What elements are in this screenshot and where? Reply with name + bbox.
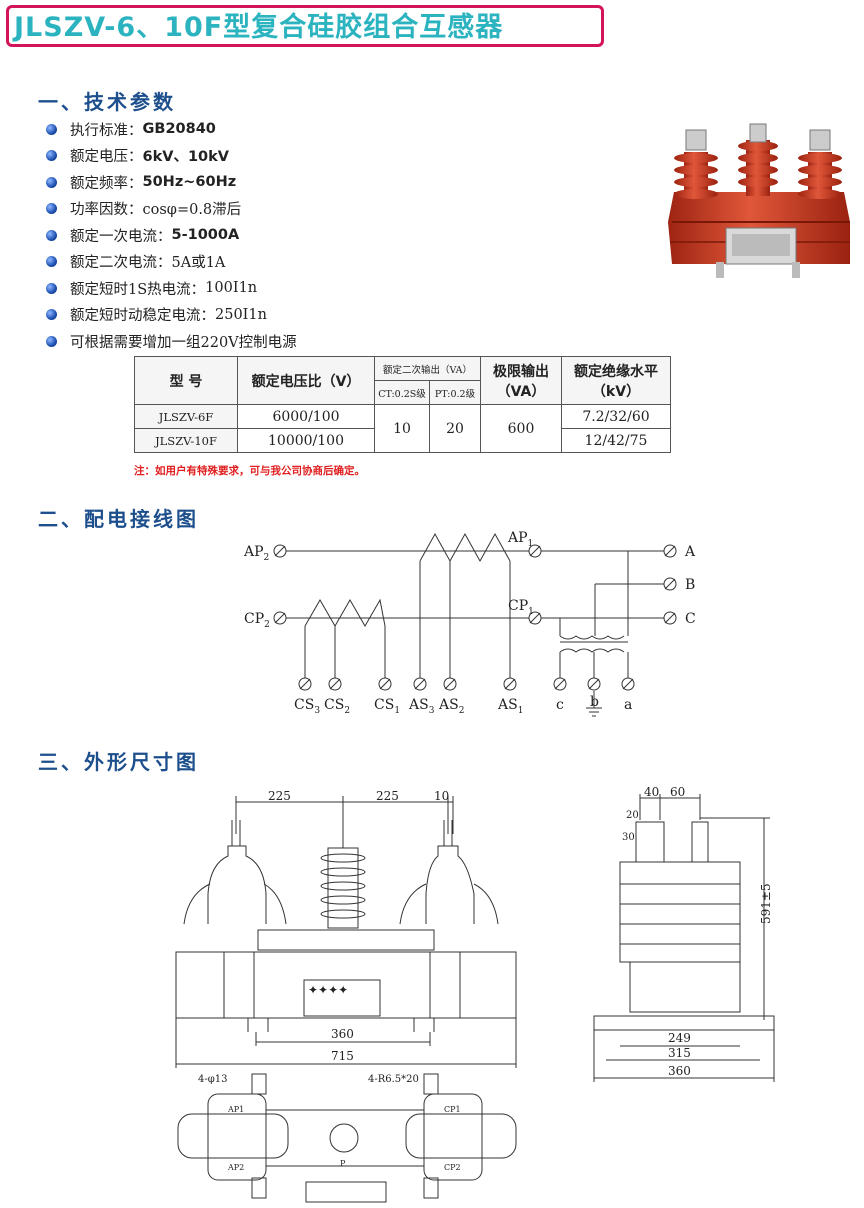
bullet-icon xyxy=(46,229,57,241)
section-tech-params: 一、技术参数 xyxy=(38,90,176,114)
dim-715: 715 xyxy=(331,1049,354,1063)
dim-hole1: 4-φ13 xyxy=(198,1074,227,1085)
cell-insulation: 7.2/32/60 xyxy=(561,404,671,429)
list-item: 执行标准：GB20840 xyxy=(46,116,297,143)
label-ap2: AP2 xyxy=(243,544,269,563)
wiring-diagram: AP2 AP1 CP2 CP1 A B C CS3 CS2 CS1 AS3 AS… xyxy=(243,530,696,717)
list-item: 额定一次电流：5-1000A xyxy=(46,222,297,249)
label-c: C xyxy=(685,611,696,627)
label-b-low: b xyxy=(590,694,599,710)
dim-40: 40 xyxy=(644,785,659,799)
dim-20: 20 xyxy=(626,810,639,821)
note-text: 注：如用户有特殊要求，可与我公司协商后确定。 xyxy=(134,465,365,477)
bullet-icon xyxy=(46,335,57,347)
header-pt: PT:0.2级 xyxy=(429,380,481,405)
bullet-icon xyxy=(46,123,57,135)
dim-225b: 225 xyxy=(376,789,399,803)
list-item: 可根据需要增加一组220V控制电源 xyxy=(46,328,297,355)
front-view-drawing: ✦✦✦✦ 225 225 10 360 715 xyxy=(175,789,517,1068)
header-limit: 极限输出（VA） xyxy=(480,356,562,405)
bottom-view-drawing: 4-φ13 4-R6.5*20 AP1 AP2 CP1 CP2 P xyxy=(177,1073,517,1203)
header-model: 型 号 xyxy=(134,356,238,405)
label-a: A xyxy=(684,544,696,560)
bullet-icon xyxy=(46,282,57,294)
label-cs3: CS3 xyxy=(294,697,320,716)
list-item: 功率因数：cosφ=0.8滞后 xyxy=(46,196,297,223)
list-item: 额定频率：50Hz~60Hz xyxy=(46,169,297,196)
cell-limit: 600 xyxy=(480,404,562,453)
section-wiring: 二、配电接线图 xyxy=(38,507,199,531)
dim-hole2: 4-R6.5*20 xyxy=(368,1074,419,1085)
list-item: 额定短时1S热电流：100I1n xyxy=(46,275,297,302)
label-c-low: c xyxy=(556,697,564,713)
header-ratio: 额定电压比（V） xyxy=(237,356,375,405)
bullet-icon xyxy=(46,256,57,268)
dim-30: 30 xyxy=(622,832,635,843)
label-as3: AS3 xyxy=(408,697,435,716)
cell-ratio: 6000/100 xyxy=(237,404,375,429)
label-cp2: CP2 xyxy=(244,611,270,630)
bullet-icon xyxy=(46,309,57,321)
dim-360b: 360 xyxy=(668,1064,691,1078)
table-row: JLSZV-6F 6000/100 10 20 600 7.2/32/60 xyxy=(134,404,671,453)
list-item: 额定电压：6kV、10kV xyxy=(46,143,297,170)
cell-model: JLSZV-10F xyxy=(134,428,238,453)
bullet-icon xyxy=(46,203,57,215)
spec-table: 型 号 额定电压比（V） 额定二次输出（VA） 极限输出（VA） 额定绝缘水平（… xyxy=(134,356,671,453)
terminal-box-marks: ✦✦✦✦ xyxy=(308,983,348,997)
cell-insulation: 12/42/75 xyxy=(561,428,671,453)
cell-ct: 10 xyxy=(374,404,430,453)
cell-pt: 20 xyxy=(429,404,481,453)
list-item: 额定短时动稳定电流：250I1n xyxy=(46,302,297,329)
bullet-icon xyxy=(46,150,57,162)
label-ap1: AP1 xyxy=(507,530,533,549)
dim-249: 249 xyxy=(668,1031,691,1045)
label-cs1: CS1 xyxy=(374,697,400,716)
label-b: B xyxy=(685,577,695,593)
plate-cp2: CP2 xyxy=(444,1163,461,1172)
plate-ap2: AP2 xyxy=(227,1163,244,1172)
cell-model: JLSZV-6F xyxy=(134,404,238,429)
plate-cp1: CP1 xyxy=(444,1105,461,1114)
dim-10: 10 xyxy=(434,789,449,803)
cell-ratio: 10000/100 xyxy=(237,428,375,453)
header-ct: CT:0.2S级 xyxy=(374,380,430,405)
table-row: JLSZV-10F 10000/100 12/42/75 xyxy=(134,428,671,453)
section-dimensions: 三、外形尺寸图 xyxy=(38,750,199,774)
dim-591: 591±5 xyxy=(759,883,773,924)
param-list: 执行标准：GB20840 额定电压：6kV、10kV 额定频率：50Hz~60H… xyxy=(46,116,297,355)
label-cs2: CS2 xyxy=(324,697,350,716)
label-as2: AS2 xyxy=(438,697,464,716)
list-item: 额定二次电流：5A或1A xyxy=(46,249,297,276)
dim-225a: 225 xyxy=(268,789,291,803)
side-view-drawing: 40 60 20 30 591±5 249 315 360 xyxy=(593,785,775,1082)
label-cp1: CP1 xyxy=(508,598,534,617)
product-photo xyxy=(668,123,850,278)
dim-360: 360 xyxy=(331,1027,354,1041)
page-title: JLSZV-6、10F型复合硅胶组合互感器 xyxy=(14,12,504,43)
header-insulation: 额定绝缘水平（kV） xyxy=(561,356,671,405)
label-as1: AS1 xyxy=(497,697,523,716)
header-secondary: 额定二次输出（VA） xyxy=(374,356,481,381)
label-a-low: a xyxy=(624,697,632,713)
plate-ap1: AP1 xyxy=(227,1105,244,1114)
title-box xyxy=(6,5,604,47)
dim-60: 60 xyxy=(670,785,685,799)
bullet-icon xyxy=(46,176,57,188)
dim-315: 315 xyxy=(668,1046,691,1060)
plate-p: P xyxy=(340,1159,346,1168)
